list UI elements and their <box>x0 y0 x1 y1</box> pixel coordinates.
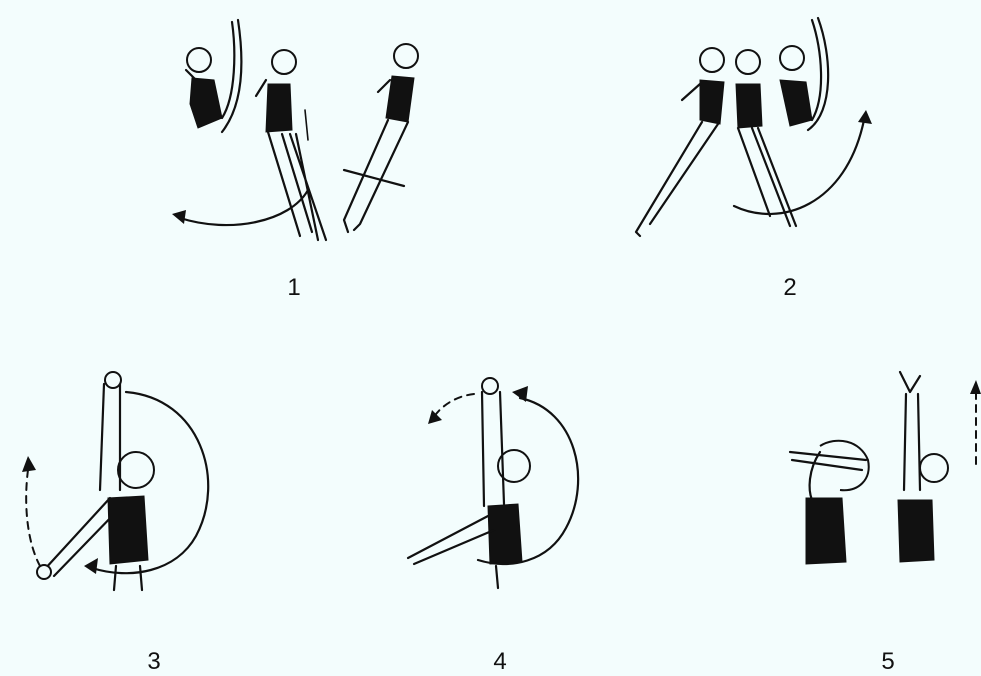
figure-2-label: 2 <box>770 274 810 302</box>
raised-leg-icon <box>222 20 241 132</box>
raised-arms-icon <box>900 372 920 490</box>
lowered-arm-icon <box>44 498 118 576</box>
leg-icon <box>344 120 408 232</box>
arrowhead-icon <box>172 210 186 224</box>
hand-icon <box>482 378 498 394</box>
dashed-arrow-icon <box>26 470 40 566</box>
arrowhead-icon <box>428 410 442 424</box>
torso-icon <box>386 76 414 122</box>
head-icon <box>920 454 948 482</box>
figure-4-label: 4 <box>480 648 520 676</box>
torso-icon <box>266 84 292 132</box>
figure-4-drawing <box>408 378 578 588</box>
torso-icon <box>108 496 148 564</box>
figure-1-label: 1 <box>274 274 314 302</box>
leg-icon <box>114 566 142 590</box>
torso-icon <box>190 78 222 128</box>
torso-icon <box>736 84 762 128</box>
head-icon <box>187 48 211 72</box>
torso-icon <box>700 80 724 124</box>
arm-icon <box>256 80 266 96</box>
arrowhead-icon <box>84 558 98 574</box>
arrowhead-icon <box>22 456 36 472</box>
lowered-arm-icon <box>408 516 494 564</box>
leg-icon <box>636 122 718 236</box>
hand-icon <box>37 565 51 579</box>
torso-icon <box>806 498 846 564</box>
figure-1-phase-b <box>256 50 326 240</box>
figure-1-phase-a <box>186 20 241 132</box>
dashed-arrow-icon <box>432 394 474 420</box>
figure-5-phase-b <box>898 372 948 562</box>
figure-5-phase-a <box>790 441 869 564</box>
arm-icon <box>378 80 390 92</box>
head-icon <box>736 50 760 74</box>
raised-arm-icon <box>100 384 120 490</box>
torso-icon <box>898 500 934 562</box>
arm-icon <box>682 84 700 100</box>
motion-line-icon <box>344 170 404 186</box>
arrowhead-icon <box>970 380 981 394</box>
leg-icon <box>496 566 498 588</box>
raised-arm-icon <box>482 392 504 506</box>
head-icon <box>118 452 154 488</box>
figure-1-drawing <box>172 20 418 240</box>
hand-icon <box>105 372 121 388</box>
figure-3-label: 3 <box>134 648 174 676</box>
torso-icon <box>488 504 522 564</box>
head-icon <box>700 48 724 72</box>
figure-2-phase-c <box>780 18 828 130</box>
arrowhead-icon <box>858 110 872 124</box>
figure-2-drawing <box>636 18 872 236</box>
arm-icon <box>810 452 820 500</box>
torso-icon <box>780 80 812 126</box>
figure-2-phase-b <box>736 50 796 226</box>
swing-arrow-icon <box>180 190 308 225</box>
head-icon <box>272 50 296 74</box>
figure-5-label: 5 <box>868 648 908 676</box>
motion-line-icon <box>305 110 308 140</box>
head-icon <box>780 46 804 70</box>
head-icon <box>394 44 418 68</box>
figure-5-drawing <box>790 372 981 564</box>
figure-3-drawing <box>22 372 208 590</box>
arrowhead-icon <box>512 386 528 402</box>
figure-2-phase-a <box>636 48 724 236</box>
figure-1-phase-c <box>344 44 418 232</box>
